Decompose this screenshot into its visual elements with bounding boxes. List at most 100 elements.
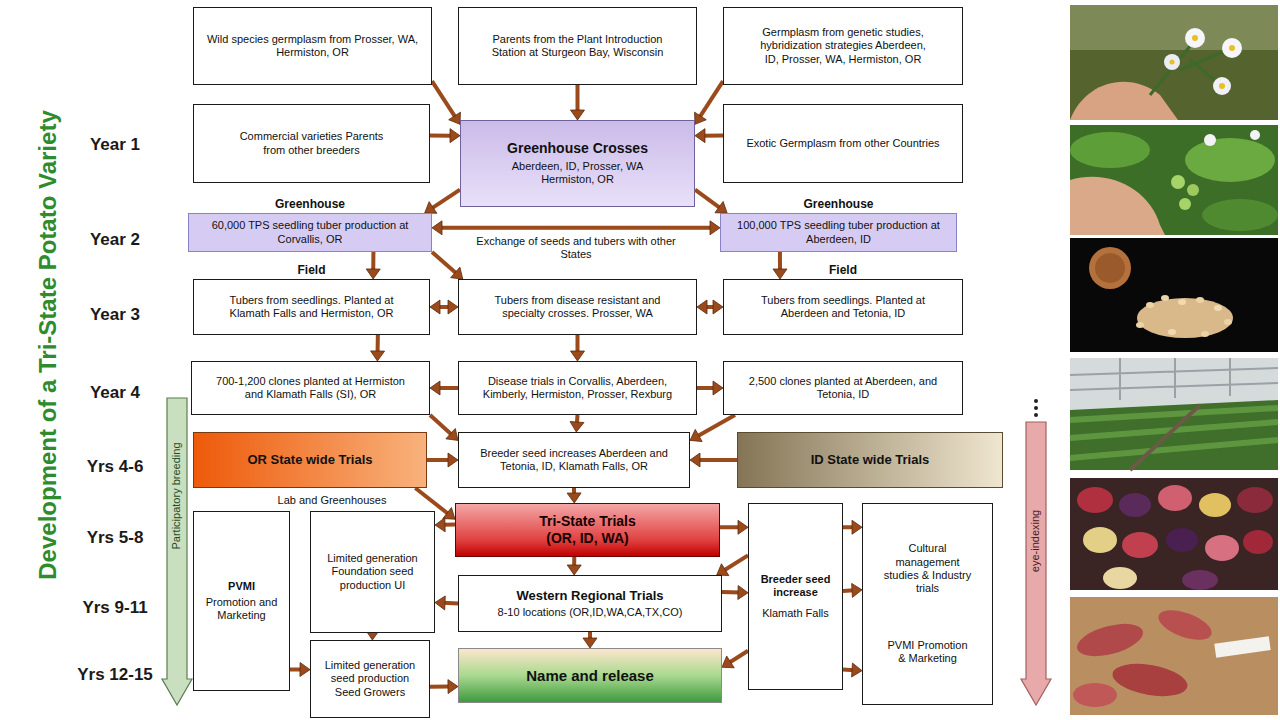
tuber-photo <box>1070 478 1278 590</box>
arrow-head <box>435 518 445 532</box>
box-text: Tubers from disease resistant and specia… <box>483 294 673 320</box>
tuber <box>1243 530 1273 554</box>
process-box: 2,500 clones planted at Aberdeen, and Te… <box>723 361 963 415</box>
seed <box>1214 305 1222 311</box>
box-text: Exotic Germplasm from other Countries <box>746 137 939 150</box>
arrow-head <box>713 381 723 395</box>
year-label: Yrs 4-6 <box>87 457 144 477</box>
box-text: Disease trials in Corvallis, Aberdeen, K… <box>478 375 678 401</box>
potato <box>1073 683 1117 707</box>
box-heading: Field <box>194 263 429 277</box>
tuber <box>1158 485 1192 511</box>
year-label: Year 1 <box>90 135 140 155</box>
berry <box>1187 184 1199 196</box>
box-text: 8-10 locations (OR,ID,WA,CA,TX,CO) <box>498 606 683 619</box>
process-box: Breeder seed increaseKlamath Falls <box>748 503 843 690</box>
arrow-head <box>567 565 581 575</box>
flow-arrow <box>435 518 455 532</box>
process-box: Wild species germplasm from Prosser, WA,… <box>193 7 432 85</box>
arrow-shaft <box>376 335 380 353</box>
flow-arrow <box>571 335 585 361</box>
flow-arrow <box>427 453 458 467</box>
process-box: Breeder seed increases Aberdeen and Teto… <box>458 432 690 488</box>
seed <box>1161 295 1169 301</box>
flower <box>1213 77 1231 95</box>
process-box: PVMIPromotion and Marketing <box>193 511 290 691</box>
process-box: FieldTubers from seedlings. Planted at A… <box>723 279 963 335</box>
flow-arrow <box>690 415 735 442</box>
arrow-head <box>446 428 458 440</box>
arrow-head <box>852 583 862 597</box>
tuber <box>1182 570 1218 590</box>
box-title: PVMI <box>228 580 255 593</box>
arrow-shaft <box>697 415 735 436</box>
arrow-head <box>425 202 437 214</box>
tuber <box>1083 527 1117 553</box>
photo-ground <box>1070 125 1278 235</box>
box-text: Limited generation Foundation seed produ… <box>317 552 428 592</box>
hand <box>1070 177 1165 235</box>
seed <box>1136 322 1144 328</box>
year-label: Yrs 9-11 <box>82 598 147 618</box>
process-box: Greenhouse CrossesAberdeen, ID, Prosser,… <box>460 120 695 207</box>
flow-arrow <box>432 252 463 279</box>
arrow-head <box>717 564 729 576</box>
arrow-head <box>451 267 463 279</box>
arrow-shaft <box>430 415 452 435</box>
flow-arrow <box>697 300 723 314</box>
flower <box>1204 134 1216 146</box>
flow-arrow <box>425 190 460 214</box>
arrow-label: eye-indexing <box>1029 510 1042 572</box>
box-text: Aberdeen, ID, Prosser, WA Hermiston, OR <box>503 160 653 186</box>
process-box: Limited generation Foundation seed produ… <box>310 511 435 633</box>
arrow-label: Participatory breeding <box>170 443 183 550</box>
flow-arrow <box>690 453 737 467</box>
flow-arrow <box>430 300 458 314</box>
arrow-head <box>695 112 707 124</box>
tuber <box>1122 532 1158 558</box>
arrow-head <box>570 422 584 432</box>
seed <box>1224 319 1232 325</box>
penny <box>1095 253 1125 283</box>
year-label: Year 4 <box>90 383 140 403</box>
arrow-shaft <box>576 85 580 112</box>
seed <box>1201 331 1209 337</box>
berry-photo <box>1070 125 1278 235</box>
arrow-head <box>450 129 460 143</box>
flow-arrow <box>432 221 720 235</box>
arrow-head <box>449 112 461 124</box>
flow-arrow <box>722 651 748 668</box>
arrow-head <box>448 453 458 467</box>
flow-arrow <box>720 520 748 534</box>
box-heading: Greenhouse <box>189 197 431 211</box>
box-text: Wild species germplasm from Prosser, WA,… <box>200 33 425 59</box>
box-heading: Field <box>724 263 962 277</box>
seed <box>1178 299 1186 305</box>
arrow-shaft <box>440 226 712 230</box>
arrow-shaft <box>427 458 450 462</box>
arrow-head <box>690 429 702 441</box>
flow-arrow <box>430 129 460 143</box>
arrow-head <box>738 586 748 600</box>
berry <box>1171 175 1185 189</box>
process-box: Commercial varieties Parents from other … <box>193 104 430 183</box>
leaf <box>1202 199 1278 231</box>
flower-photo <box>1070 5 1278 120</box>
process-box: Germplasm from genetic studies, hybridiz… <box>723 7 963 85</box>
flower-center <box>1219 83 1225 89</box>
connector-label: Exchange of seeds and tubers with other … <box>476 235 676 261</box>
year-label: Year 3 <box>90 305 140 325</box>
box-text: Name and release <box>526 667 654 685</box>
flow-arrow <box>432 81 460 124</box>
arrow-shaft <box>431 190 460 209</box>
leaf <box>1070 132 1150 168</box>
flow-arrow <box>366 252 380 279</box>
flow-arrow <box>571 85 585 120</box>
flow-arrow <box>843 583 862 597</box>
box-title: Western Regional Trials <box>516 588 663 604</box>
process-box: Limited generation seed production Seed … <box>310 640 430 718</box>
arrow-head <box>697 300 707 314</box>
flow-arrow <box>695 190 727 213</box>
flow-arrow <box>371 335 385 361</box>
arrow-shaft <box>697 386 715 390</box>
